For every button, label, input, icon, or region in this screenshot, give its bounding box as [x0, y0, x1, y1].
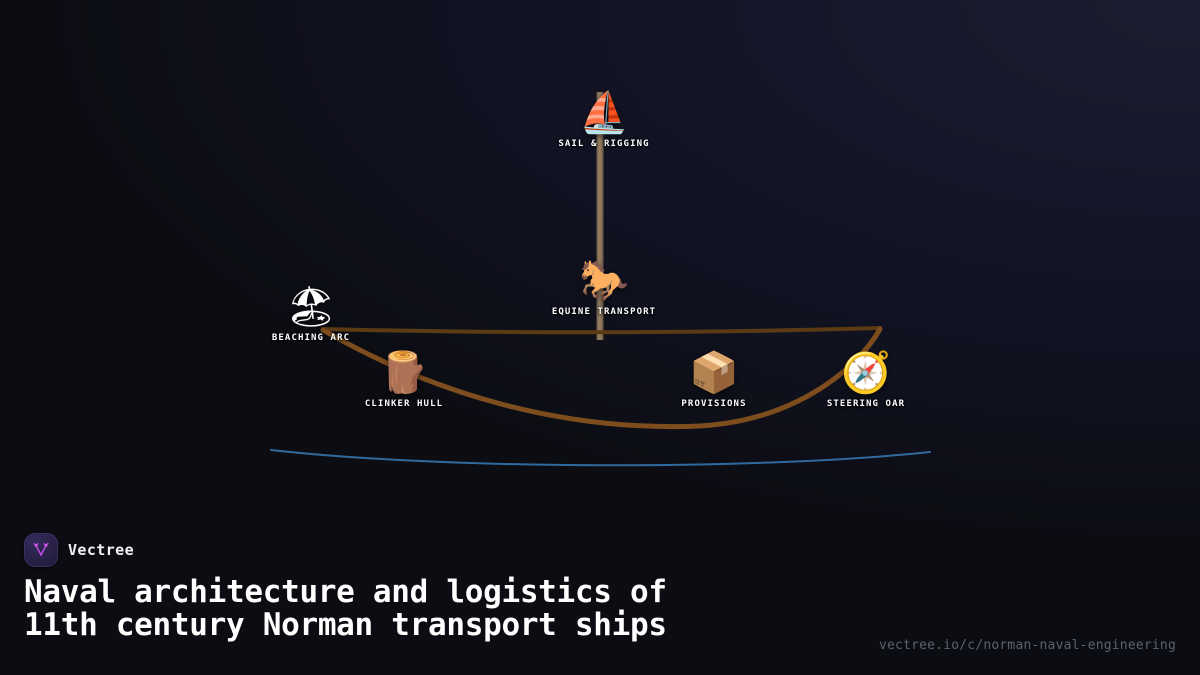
node-provisions[interactable]: 📦 PROVISIONS — [681, 351, 746, 409]
logo-glyph — [33, 542, 49, 557]
diagram-svg — [270, 92, 931, 467]
node-label-beaching-arc: BEACHING ARC — [271, 333, 351, 343]
mast-pole — [596, 92, 604, 340]
node-clinker-hull[interactable]: 🪵 CLINKER HULL — [365, 351, 443, 409]
brand-name: Vectree — [68, 541, 135, 559]
node-steering-oar[interactable]: 🧭 STEERING OAR — [827, 351, 905, 409]
ship-diagram: ⛵ SAIL & RIGGING 🐎 EQUINE TRANSPORT 🏖 BE… — [270, 91, 931, 467]
beach-umbrella-icon: 🏖 — [285, 284, 337, 330]
node-label-sail-rigging: SAIL & RIGGING — [558, 139, 650, 149]
sailboat-icon: ⛵ — [579, 90, 629, 136]
hull-keel-curve — [320, 326, 883, 430]
package-box-icon: 📦 — [689, 350, 739, 396]
node-label-equine-transport: EQUINE TRANSPORT — [551, 307, 657, 317]
node-label-steering-oar: STEERING OAR — [826, 399, 906, 409]
node-beaching-arc[interactable]: 🏖 BEACHING ARC — [272, 285, 350, 343]
source-url: vectree.io/c/norman-naval-engineering — [879, 638, 1176, 653]
wood-log-icon: 🪵 — [379, 350, 429, 396]
node-sail-rigging[interactable]: ⛵ SAIL & RIGGING — [558, 91, 649, 149]
page-title: Naval architecture and logistics of 11th… — [24, 574, 667, 643]
brand[interactable]: Vectree — [24, 533, 134, 567]
gunwale-sheer-curve — [321, 326, 882, 335]
horse-icon: 🐎 — [579, 258, 629, 304]
node-label-provisions: PROVISIONS — [681, 399, 747, 409]
node-label-clinker-hull: CLINKER HULL — [364, 399, 444, 409]
footer: Vectree Naval architecture and logistics… — [0, 520, 1200, 675]
node-equine-transport[interactable]: 🐎 EQUINE TRANSPORT — [552, 259, 656, 317]
compass-icon: 🧭 — [841, 350, 891, 396]
vectree-v-logo-icon — [24, 533, 58, 567]
waterline-curve — [270, 449, 931, 467]
